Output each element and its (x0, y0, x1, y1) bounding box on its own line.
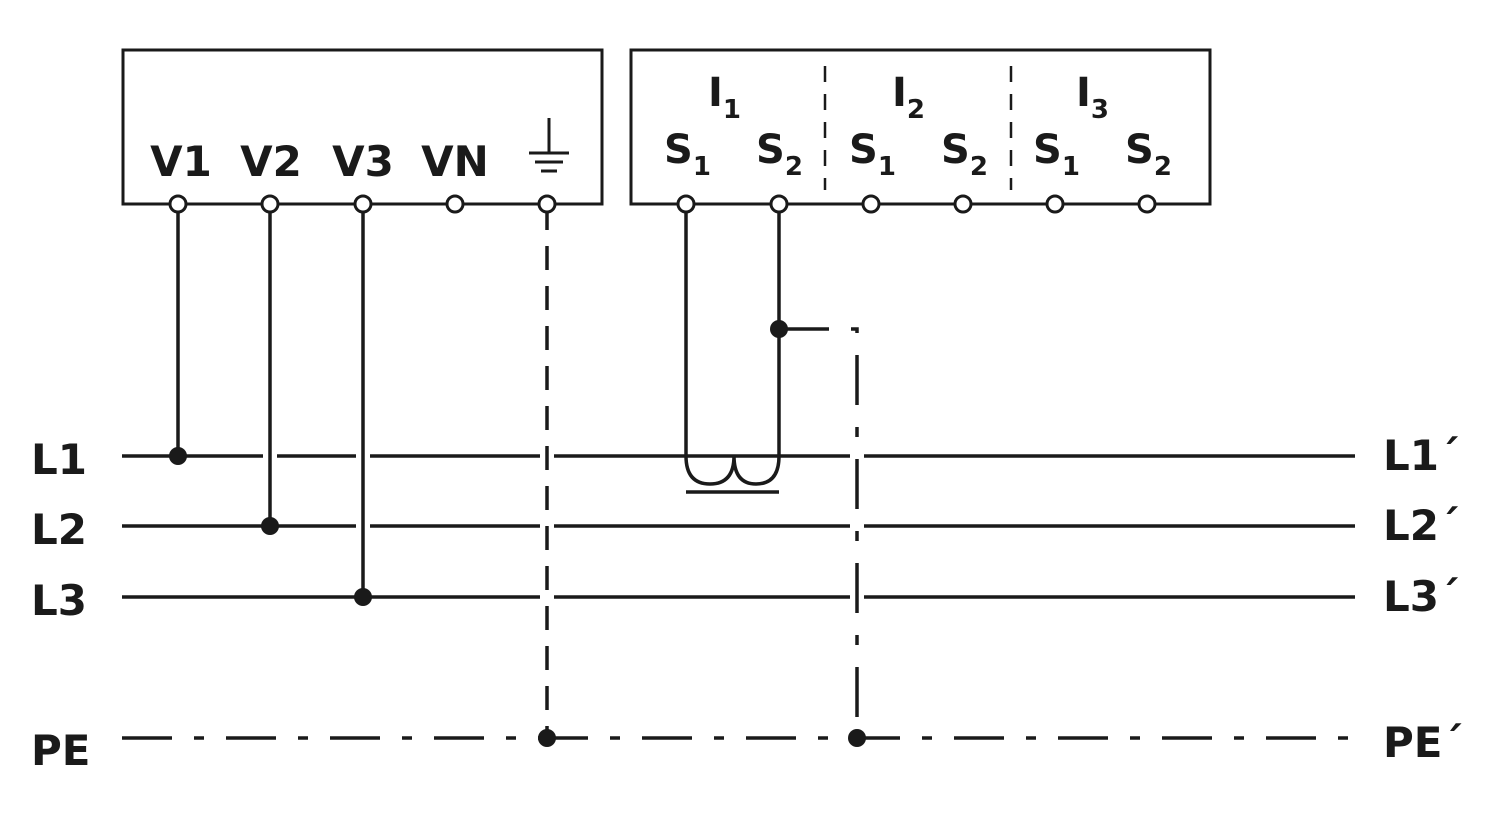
line-label-l3: L3 (31, 576, 87, 625)
connection-dot (848, 729, 866, 747)
line-label-l2: L2 (31, 505, 87, 554)
terminal-label-s2: S2 (941, 127, 988, 182)
connection-dot (169, 447, 187, 465)
terminal-v2 (260, 194, 280, 214)
terminal-label-v3: V3 (332, 137, 394, 186)
line-label-l1: L1 (31, 435, 87, 484)
line-label-pe-out: PE´ (1383, 718, 1463, 767)
line-label-pe: PE (31, 726, 90, 775)
connection-dot (538, 729, 556, 747)
terminal-label-s1: S1 (664, 127, 711, 182)
terminal-ground (537, 194, 557, 214)
terminal-i3-s2 (1137, 194, 1157, 214)
line-label-l1-out: L1´ (1383, 431, 1460, 480)
terminal-label-s1: S1 (1033, 127, 1080, 182)
terminal-label-v1: V1 (150, 137, 212, 186)
terminal-label-s2: S2 (1125, 127, 1172, 182)
terminal-i2-s1 (861, 194, 881, 214)
terminal-label-v2: V2 (240, 137, 302, 186)
connection-dot (770, 320, 788, 338)
group-label-i1: I1 (708, 70, 741, 125)
terminal-i1-s1 (676, 194, 696, 214)
connection-dot (261, 517, 279, 535)
terminal-i3-s1 (1045, 194, 1065, 214)
terminal-label-vn: VN (421, 137, 489, 186)
s2-earth-wire (779, 327, 859, 738)
connection-dot (354, 588, 372, 606)
terminal-v1 (168, 194, 188, 214)
terminal-label-s2: S2 (756, 127, 803, 182)
terminal-vn (445, 194, 465, 214)
current-transformer (684, 204, 781, 494)
line-label-l2-out: L2´ (1383, 501, 1460, 550)
terminal-v3 (353, 194, 373, 214)
terminal-i2-s2 (953, 194, 973, 214)
terminal-i1-s2 (769, 194, 789, 214)
current-terminal-block (629, 48, 1212, 206)
line-label-l3-out: L3´ (1383, 572, 1460, 621)
earth-ground-icon (529, 118, 569, 173)
group-label-i3: I3 (1076, 70, 1109, 125)
group-label-i2: I2 (892, 70, 925, 125)
terminal-label-s1: S1 (849, 127, 896, 182)
